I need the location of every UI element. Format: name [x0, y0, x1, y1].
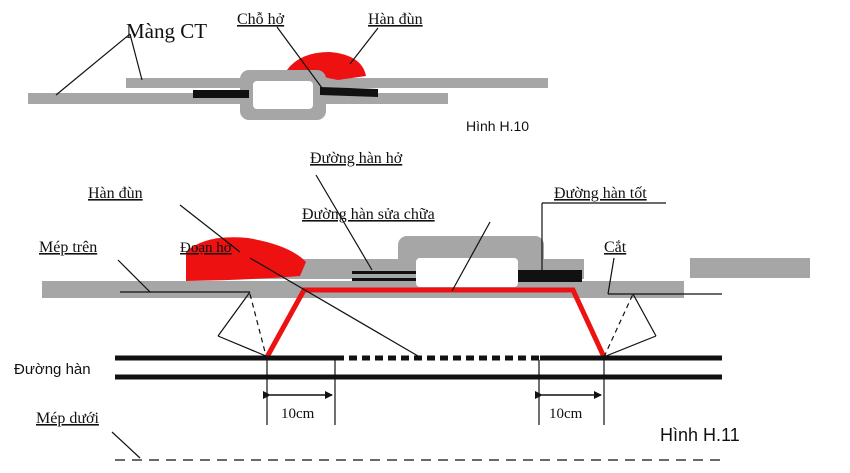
figure-h11: Hàn đùn Mép trên Đoạn hở Đường hàn hở Đư… — [14, 150, 810, 461]
h10-patch-inner — [253, 81, 313, 109]
h10-label-membrane: Màng CT — [126, 19, 207, 43]
h11-patch-inner — [416, 258, 518, 287]
h11-caption: Hình H.11 — [660, 425, 740, 445]
h11-label-lower-edge: Mép dưới — [36, 410, 99, 427]
h10-label-overweld: Hàn đùn — [368, 11, 423, 28]
h11-open-seam-bottom — [352, 278, 416, 281]
h10-seam-left — [193, 90, 249, 98]
h11-extrusion-weld — [186, 237, 306, 281]
h11-label-repair-seam: Đường hàn sửa chữa — [302, 206, 435, 223]
h10-seam-right — [320, 87, 378, 97]
h10-label-gap: Chỗ hở — [237, 11, 285, 28]
figure-h10: Màng CT Chỗ hở Hàn đùn Hình H.10 — [28, 11, 548, 134]
h11-right-sheet — [690, 258, 810, 278]
h11-good-seam — [518, 270, 582, 282]
h11-label-dim-left: 10cm — [281, 406, 315, 422]
h11-label-upper-edge: Mép trên — [39, 239, 97, 256]
h10-caption: Hình H.10 — [466, 118, 529, 134]
h10-upper-sheet — [126, 78, 548, 88]
h11-repair-seam — [264, 287, 607, 359]
h11-open-seam-top — [352, 271, 416, 274]
h11-label-dim-right: 10cm — [549, 406, 583, 422]
h11-label-open-seam: Đường hàn hở — [310, 150, 403, 167]
h11-label-good-seam: Đường hàn tốt — [554, 185, 647, 202]
h10-lower-sheet — [28, 93, 448, 104]
h11-label-gap-segment: Đoạn hở — [180, 240, 233, 256]
h11-label-cut: Cắt — [604, 239, 627, 256]
h11-label-seam: Đường hàn — [14, 361, 91, 378]
h11-label-overweld: Hàn đùn — [88, 185, 143, 202]
